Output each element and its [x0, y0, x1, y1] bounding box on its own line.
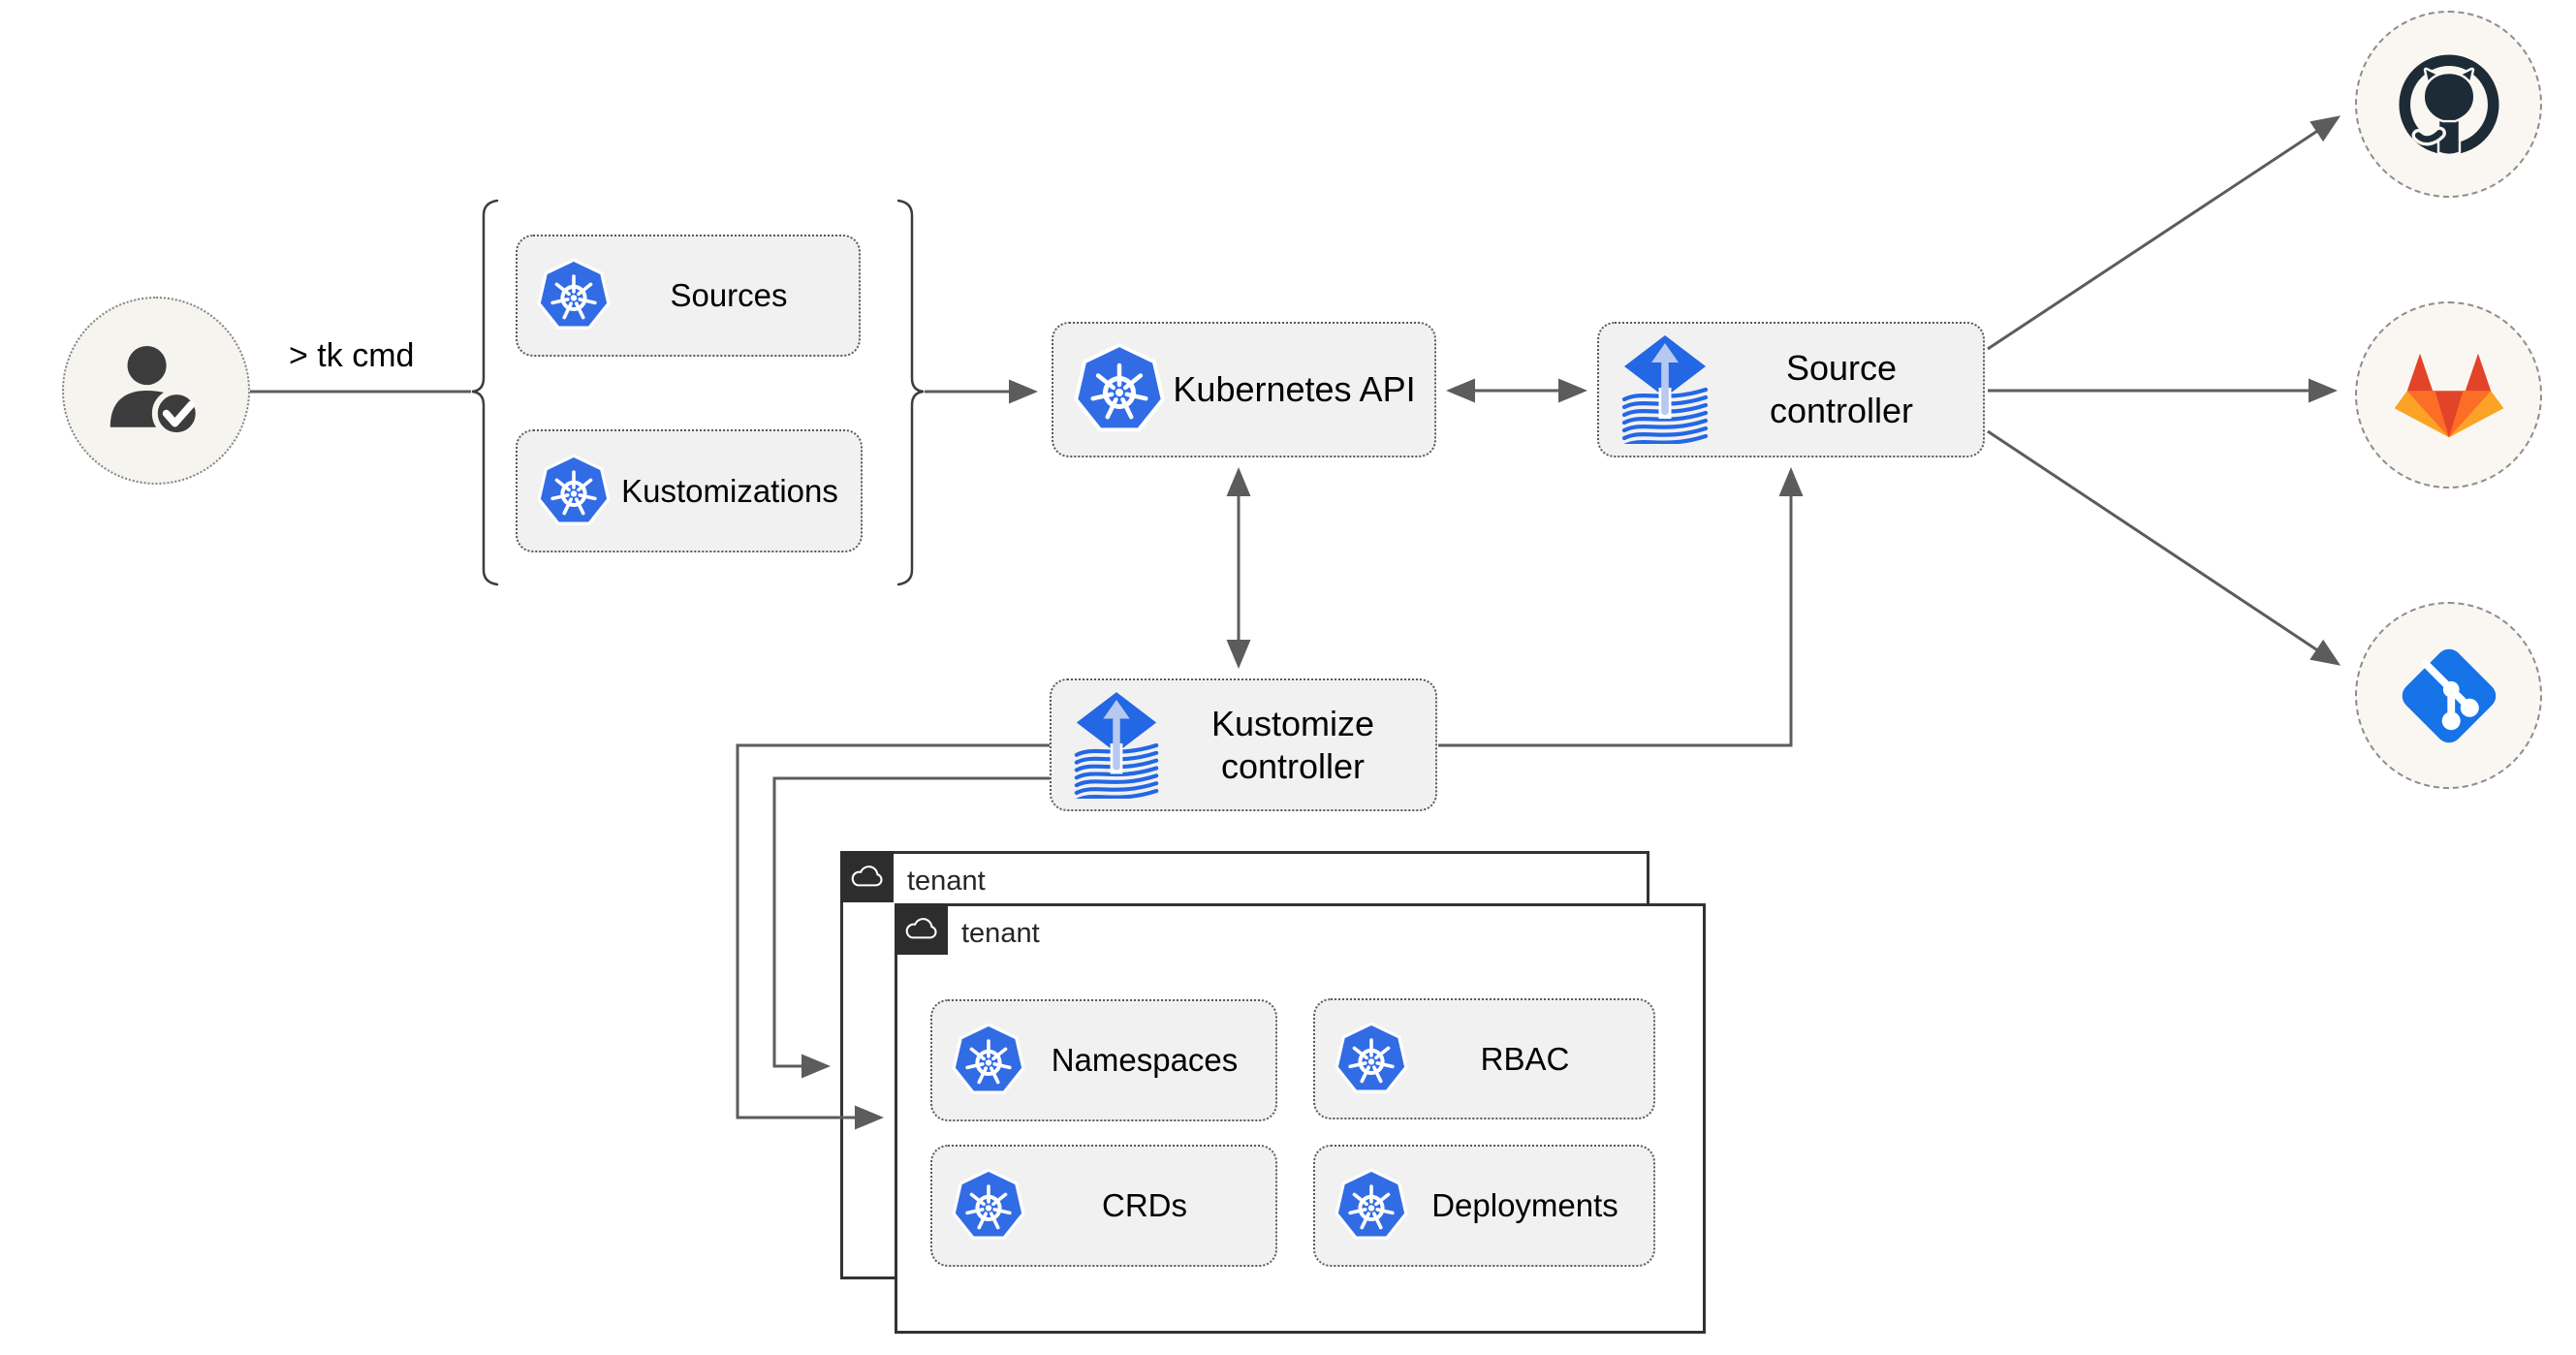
kubernetes-icon — [950, 1167, 1027, 1245]
endpoint-gitlab — [2355, 301, 2542, 488]
node-label: Kustomizations — [621, 472, 838, 509]
node-kustomizations: Kustomizations — [516, 429, 863, 552]
node-label: Source controller — [1769, 348, 1914, 430]
node-sources: Sources — [516, 235, 861, 357]
node-deployments: Deployments — [1313, 1145, 1655, 1267]
git-icon — [2395, 642, 2503, 750]
github-icon — [2390, 46, 2508, 164]
flux-icon — [1069, 692, 1164, 799]
group-bracket-right — [896, 199, 925, 586]
flux-icon — [1617, 335, 1713, 444]
node-label: Namespaces — [1051, 1042, 1239, 1078]
tenant-tab — [840, 851, 894, 902]
node-label: Kustomize controller — [1210, 703, 1375, 786]
node-crds: CRDs — [930, 1145, 1277, 1267]
cloud-icon — [850, 865, 885, 889]
kubernetes-icon — [950, 1022, 1027, 1099]
kubernetes-icon — [1071, 341, 1168, 438]
node-label: CRDs — [1102, 1187, 1187, 1223]
cli-command-label: > tk cmd — [289, 337, 415, 374]
node-kubernetes-api: Kubernetes API — [1052, 322, 1436, 457]
edge-source-to-github — [1987, 115, 2341, 351]
node-source-controller: Source controller — [1597, 322, 1985, 457]
node-kustomize-controller: Kustomize controller — [1050, 678, 1437, 811]
kubernetes-icon — [535, 257, 613, 334]
node-namespaces: Namespaces — [930, 999, 1277, 1121]
kubernetes-icon — [1333, 1021, 1410, 1098]
gitlab-icon — [2391, 337, 2507, 454]
node-label: Sources — [670, 277, 788, 313]
node-rbac: RBAC — [1313, 998, 1655, 1119]
user-check-icon — [99, 333, 213, 448]
tenant-label: tenant — [907, 866, 986, 897]
node-label: RBAC — [1480, 1040, 1570, 1077]
edge-source-to-git — [1987, 429, 2341, 666]
tenant-label: tenant — [961, 918, 1040, 949]
edge-kustomize-to-source — [1438, 467, 1804, 747]
node-label: Kubernetes API — [1173, 369, 1416, 410]
user-actor — [62, 297, 250, 485]
kubernetes-icon — [535, 453, 613, 530]
tenant-tab — [895, 903, 948, 955]
endpoint-git — [2355, 602, 2542, 789]
node-label: Deployments — [1431, 1187, 1618, 1223]
group-bracket-left — [471, 199, 499, 586]
endpoint-github — [2355, 11, 2542, 198]
cloud-icon — [904, 917, 939, 941]
kubernetes-icon — [1333, 1167, 1410, 1245]
